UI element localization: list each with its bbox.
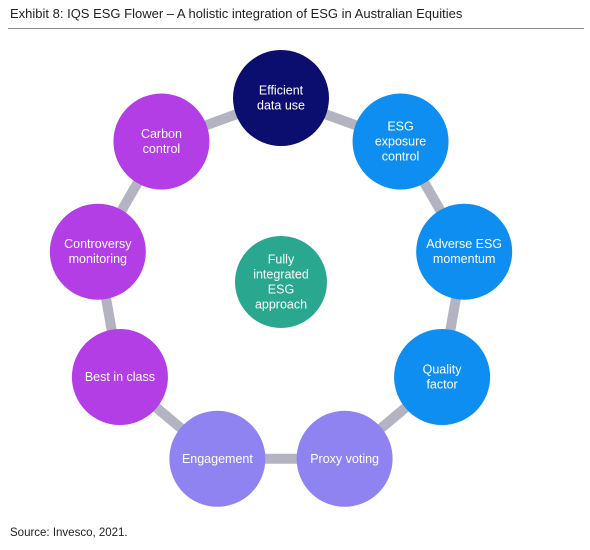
- node-engagement-circle: [169, 410, 266, 507]
- node-esg-exposure-control-circle: [352, 93, 449, 190]
- node-center-label: integrated: [253, 268, 309, 282]
- connectors: [100, 107, 462, 464]
- connector-engagement: [148, 400, 189, 436]
- node-esg-exposure-control-label: control: [382, 150, 420, 164]
- node-adverse-esg-momentum-label: Adverse ESG: [426, 237, 502, 251]
- node-esg-exposure-control-label: exposure: [375, 135, 426, 149]
- node-proxy-voting-label: Proxy voting: [310, 452, 379, 466]
- node-best-in-class-circle: [71, 329, 168, 425]
- source-note: Source: Invesco, 2021.: [10, 527, 128, 539]
- node-center-label: approach: [255, 298, 307, 312]
- node-center-label: ESG: [268, 283, 294, 297]
- node-carbon-control-circle: [113, 93, 210, 190]
- node-center-label: Fully: [268, 253, 295, 267]
- connector-controversy-monitoring: [114, 175, 145, 218]
- node-controversy-monitoring-label: monitoring: [69, 252, 127, 266]
- connector-esg-exposure-control: [417, 175, 448, 218]
- title-divider: [8, 28, 584, 29]
- exhibit-title: Exhibit 8: IQS ESG Flower – A holistic i…: [10, 6, 463, 21]
- connector-carbon-control: [199, 107, 244, 132]
- node-proxy-voting-circle: [296, 410, 393, 507]
- node-controversy-monitoring-circle: [49, 203, 146, 300]
- connector-best-in-class: [100, 292, 118, 337]
- node-quality-factor-label: factor: [426, 378, 457, 392]
- node-efficient-data-use-label: Efficient: [259, 84, 304, 98]
- node-engagement-label: Engagement: [182, 452, 253, 466]
- node-best-in-class-label: Best in class: [85, 370, 155, 384]
- node-carbon-control-label: Carbon: [141, 127, 182, 141]
- connector-quality-factor: [373, 400, 414, 436]
- connector-adverse-esg-momentum: [444, 292, 462, 337]
- node-efficient-data-use-circle: [233, 50, 329, 146]
- node-adverse-esg-momentum-circle: [416, 203, 513, 300]
- node-adverse-esg-momentum-label: momentum: [433, 252, 496, 266]
- node-proxy-voting: Proxy voting: [296, 410, 393, 507]
- node-center-circle: [235, 236, 327, 328]
- node-engagement: Engagement: [169, 410, 266, 507]
- node-quality-factor-label: Quality: [423, 363, 463, 377]
- node-carbon-control-label: control: [143, 142, 181, 156]
- connector-efficient-data-use: [318, 107, 363, 132]
- node-esg-exposure-control-label: ESG: [387, 120, 413, 134]
- node-quality-factor-circle: [394, 329, 491, 425]
- node-controversy-monitoring-label: Controversy: [64, 237, 132, 251]
- node-efficient-data-use-label: data use: [257, 99, 305, 113]
- node-best-in-class: Best in class: [71, 329, 168, 425]
